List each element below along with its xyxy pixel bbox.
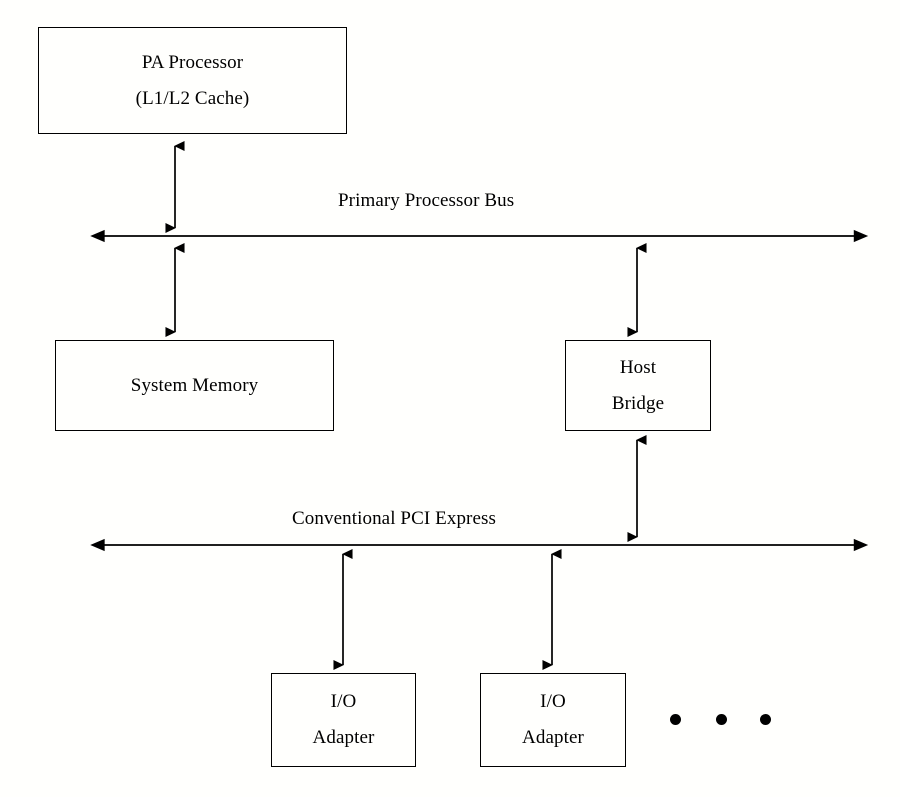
node-io-adapter-2-line-1: I/O [540, 691, 566, 713]
node-system-memory-label: System Memory [130, 374, 259, 396]
node-io-adapter-1[interactable]: I/O Adapter [271, 673, 416, 767]
bus-label-primary-processor-bus: Primary Processor Bus [338, 190, 515, 211]
node-system-memory[interactable]: System Memory [55, 340, 334, 431]
node-host-bridge[interactable]: Host Bridge [565, 340, 711, 431]
node-io-adapter-1-line-1: I/O [330, 691, 357, 713]
node-io-adapter-2-line-2: Adapter [522, 727, 584, 748]
node-host-bridge-line-2: Bridge [611, 392, 665, 414]
bus-label-conventional-pci-express: Conventional PCI Express [292, 508, 496, 529]
node-io-adapter-1-line-2: Adapter [312, 727, 375, 748]
node-host-bridge-line-1: Host [619, 356, 657, 378]
node-io-adapter-2[interactable]: I/O Adapter [480, 673, 626, 767]
ellipsis-dot-1 [670, 714, 681, 725]
node-pa-processor-line-2: (L1/L2 Cache) [135, 87, 250, 109]
node-pa-processor[interactable]: PA Processor (L1/L2 Cache) [38, 27, 347, 134]
ellipsis-dot-2 [716, 714, 727, 725]
node-pa-processor-line-1: PA Processor [141, 51, 244, 73]
ellipsis-dot-3 [760, 714, 771, 725]
